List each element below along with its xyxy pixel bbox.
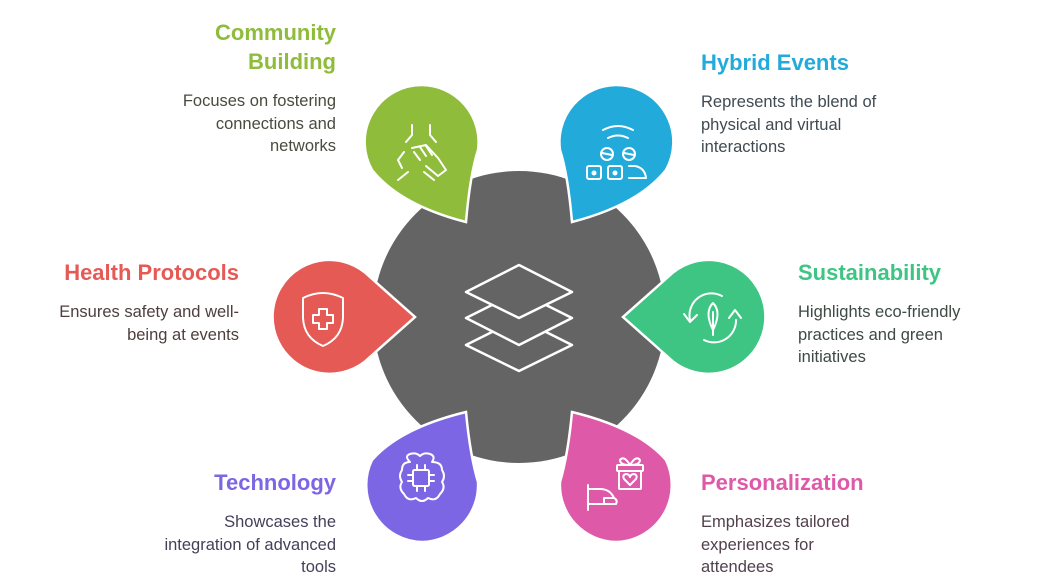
- desc-line: Highlights eco-friendly: [798, 303, 961, 321]
- title-line: Hybrid Events: [701, 50, 849, 75]
- recycle-leaf-icon: [683, 292, 742, 344]
- title-line: Health Protocols: [64, 260, 239, 285]
- desc-line: practices and green: [798, 325, 943, 344]
- brain-chip-icon: [399, 452, 445, 502]
- desc-line: physical and virtual: [701, 115, 842, 134]
- desc-line: connections and: [215, 114, 336, 133]
- desc-hybrid-events: Represents the blend of physical and vir…: [701, 91, 981, 159]
- shield-cross-icon: [302, 292, 344, 347]
- droplet-technology: [364, 410, 480, 544]
- droplet-community-building: [363, 83, 480, 224]
- desc-line: Emphasizes tailored: [701, 513, 850, 531]
- label-community-building: Community Building Focuses on fostering …: [76, 18, 336, 158]
- desc-line: networks: [269, 137, 336, 155]
- layers-icon: [464, 263, 574, 373]
- desc-technology: Showcases the integration of advanced to…: [76, 511, 336, 579]
- title-sustainability: Sustainability: [798, 258, 1028, 287]
- label-sustainability: Sustainability Highlights eco-friendly p…: [798, 258, 1028, 369]
- desc-line: experiences for: [701, 535, 814, 554]
- virtual-meeting-icon: [586, 125, 647, 180]
- title-line: Building: [248, 49, 336, 74]
- desc-sustainability: Highlights eco-friendly practices and gr…: [798, 301, 1028, 369]
- droplet-personalization: [558, 410, 674, 544]
- desc-line: Focuses on fostering: [182, 92, 336, 110]
- desc-line: interactions: [701, 138, 786, 156]
- desc-line: Ensures safety and well-: [59, 303, 239, 321]
- title-line: Community: [215, 20, 336, 45]
- title-line: Sustainability: [798, 260, 942, 285]
- title-line: Personalization: [701, 470, 864, 495]
- desc-line: Represents the blend of: [701, 93, 877, 111]
- title-community-building: Community Building: [76, 18, 336, 76]
- title-line: Technology: [214, 470, 336, 495]
- hand-gift-icon: [587, 457, 644, 511]
- desc-line: being at events: [127, 325, 239, 344]
- desc-line: tools: [301, 558, 336, 576]
- label-health-protocols: Health Protocols Ensures safety and well…: [0, 258, 239, 346]
- droplet-hybrid-events: [558, 83, 675, 224]
- desc-community-building: Focuses on fostering connections and net…: [76, 90, 336, 158]
- desc-line: integration of advanced: [164, 535, 336, 554]
- title-personalization: Personalization: [701, 468, 961, 497]
- label-personalization: Personalization Emphasizes tailored expe…: [701, 468, 961, 579]
- title-hybrid-events: Hybrid Events: [701, 48, 981, 77]
- desc-personalization: Emphasizes tailored experiences for atte…: [701, 511, 961, 579]
- title-technology: Technology: [76, 468, 336, 497]
- desc-line: attendees: [701, 558, 774, 576]
- label-technology: Technology Showcases the integration of …: [76, 468, 336, 579]
- title-health-protocols: Health Protocols: [0, 258, 239, 287]
- handshake-hands-icon: [397, 124, 447, 181]
- desc-line: Showcases the: [224, 513, 336, 531]
- desc-line: initiatives: [798, 348, 866, 366]
- desc-health-protocols: Ensures safety and well- being at events: [0, 301, 239, 346]
- label-hybrid-events: Hybrid Events Represents the blend of ph…: [701, 48, 981, 159]
